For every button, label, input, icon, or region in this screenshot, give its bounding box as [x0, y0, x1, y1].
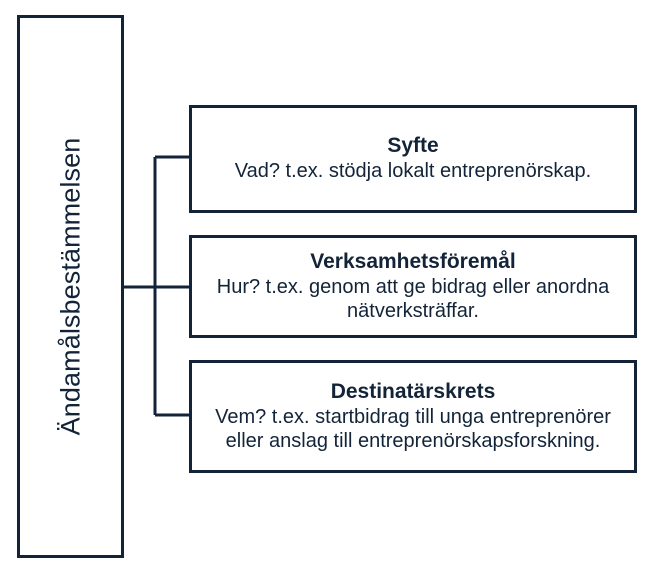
child-node-title: Syfte: [387, 134, 439, 158]
child-node-syfte[interactable]: Syfte Vad? t.ex. stödja lokalt entrepren…: [189, 105, 637, 213]
child-node-destinatarskrets[interactable]: Destinatärskrets Vem? t.ex. startbidrag …: [189, 360, 637, 473]
child-node-body: Vad? t.ex. stödja lokalt entreprenörskap…: [234, 160, 592, 183]
child-node-body: Hur? t.ex. genom att ge bidrag eller ano…: [216, 275, 610, 322]
child-node-body: Vem? t.ex. startbidrag till unga entrepr…: [215, 405, 611, 452]
child-node-title: Destinatärskrets: [330, 379, 496, 403]
child-node-verksamhetsforemal[interactable]: Verksamhetsföremål Hur? t.ex. genom att …: [189, 235, 637, 338]
child-node-title: Verksamhetsföremål: [310, 249, 516, 273]
root-node-andamalsbestammelsen[interactable]: Ändamålsbestämmelsen: [17, 15, 124, 558]
root-node-label: Ändamålsbestämmelsen: [55, 137, 85, 436]
